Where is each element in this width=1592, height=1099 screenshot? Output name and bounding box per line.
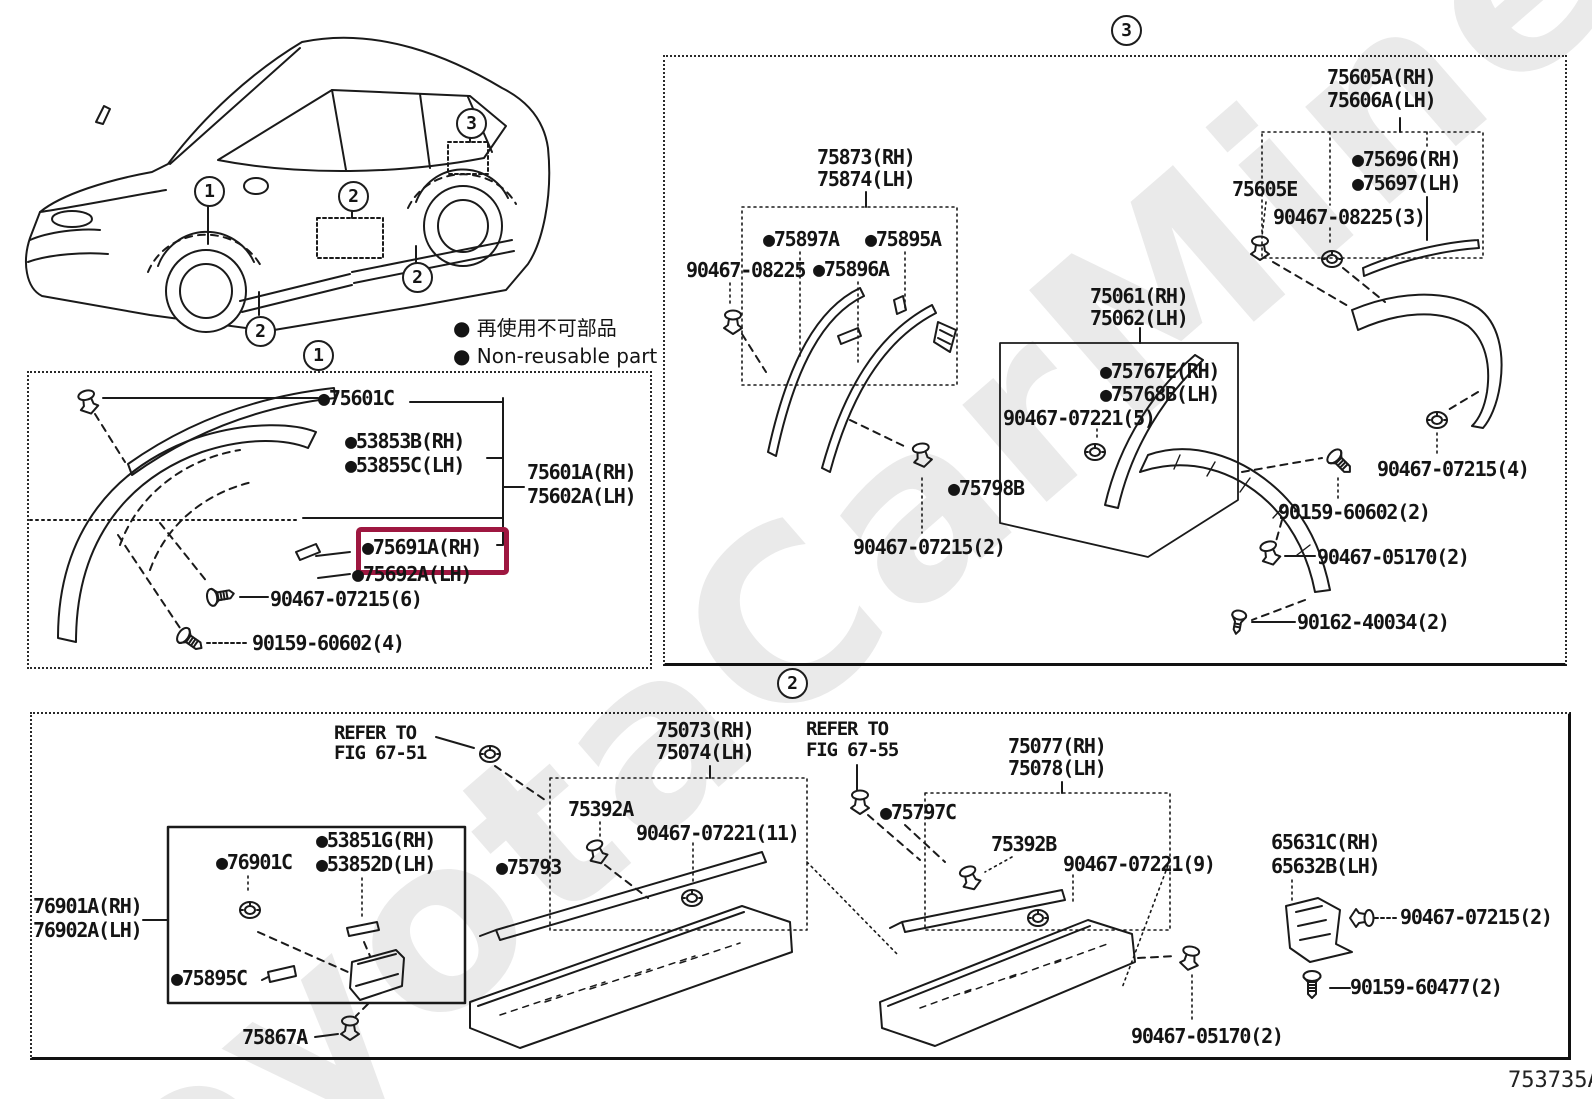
car-callout-2-rocker-front: 2: [245, 316, 276, 347]
refer-fig-67-55-line2[interactable]: FIG 67-55: [806, 739, 899, 761]
section-1-box: [27, 371, 652, 669]
part-label-53852d-lh[interactable]: ●53852D(LH): [316, 852, 436, 876]
part-label-75768b-lh[interactable]: ●75768B(LH): [1100, 382, 1220, 406]
part-label-90467-07221-9[interactable]: 90467-07221(9): [1063, 852, 1216, 876]
box2-art: [142, 736, 1399, 1049]
section-2-marker: 2: [777, 668, 808, 699]
part-label-76901a-rh[interactable]: 76901A(RH): [33, 894, 143, 918]
section-3-box: [663, 55, 1567, 666]
part-label-75895a[interactable]: ●75895A: [865, 227, 942, 251]
part-label-90467-08225[interactable]: 90467-08225: [686, 258, 806, 282]
part-label-75606a-lh[interactable]: 75606A(LH): [1327, 88, 1437, 112]
highlighted-part-box[interactable]: [356, 527, 509, 575]
part-label-90467-07215-4[interactable]: 90467-07215(4): [1377, 457, 1530, 481]
part-label-75605a-rh[interactable]: 75605A(RH): [1327, 65, 1437, 89]
refer-fig-67-55-line1[interactable]: REFER TO: [806, 718, 889, 740]
diagram-code: 753735A: [1508, 1068, 1592, 1093]
part-label-75392a[interactable]: 75392A: [568, 797, 634, 821]
part-label-75798b[interactable]: ●75798B: [948, 476, 1025, 500]
car-callout-2-door: 2: [338, 181, 369, 212]
part-label-75077-rh[interactable]: 75077(RH): [1008, 734, 1107, 758]
refer-fig-67-51-line1[interactable]: REFER TO: [334, 722, 417, 744]
part-label-75601a-rh[interactable]: 75601A(RH): [527, 460, 637, 484]
part-label-53851g-rh[interactable]: ●53851G(RH): [316, 828, 436, 852]
part-label-75895c[interactable]: ●75895C: [171, 966, 248, 990]
part-label-65631c-rh[interactable]: 65631C(RH): [1271, 830, 1381, 854]
part-label-53853b-rh[interactable]: ●53853B(RH): [345, 429, 465, 453]
section-3-marker: 3: [1111, 15, 1142, 46]
part-label-75793[interactable]: ●75793: [496, 855, 562, 879]
part-label-75601c[interactable]: ●75601C: [318, 386, 395, 410]
part-label-90467-07221-11[interactable]: 90467-07221(11): [636, 821, 800, 845]
part-label-75078-lh[interactable]: 75078(LH): [1008, 756, 1107, 780]
part-label-75697-lh[interactable]: ●75697(LH): [1352, 171, 1462, 195]
part-label-75874-lh[interactable]: 75874(LH): [817, 167, 916, 191]
section-1-marker: 1: [303, 340, 334, 371]
part-label-76901c[interactable]: ●76901C: [216, 850, 293, 874]
part-label-75074-lh[interactable]: 75074(LH): [656, 740, 755, 764]
part-label-75691a-rh-highlighted[interactable]: ●75691A(RH): [362, 535, 482, 559]
part-label-75896a[interactable]: ●75896A: [813, 257, 890, 281]
part-label-90467-07215-6[interactable]: 90467-07215(6): [270, 587, 423, 611]
car-illustration: [25, 36, 551, 333]
part-label-75867a[interactable]: 75867A: [242, 1025, 308, 1049]
car-callout-2-rocker-rear: 2: [402, 262, 433, 293]
box3-art: [723, 117, 1503, 637]
part-label-90467-08225-3[interactable]: 90467-08225(3): [1273, 205, 1426, 229]
legend-en: ● Non-reusable part: [453, 344, 658, 368]
part-label-76902a-lh[interactable]: 76902A(LH): [33, 918, 143, 942]
part-label-75061-rh[interactable]: 75061(RH): [1090, 284, 1189, 308]
part-label-90467-05170-2b[interactable]: 90467-05170(2): [1131, 1024, 1284, 1048]
part-label-90159-60477-2[interactable]: 90159-60477(2): [1350, 975, 1503, 999]
part-label-90162-40034-2[interactable]: 90162-40034(2): [1297, 610, 1450, 634]
part-label-75392b[interactable]: 75392B: [991, 832, 1057, 856]
car-callout-1: 1: [194, 176, 225, 207]
legend-jp: ● 再使用不可部品: [453, 316, 617, 340]
part-label-90467-05170-2[interactable]: 90467-05170(2): [1317, 545, 1470, 569]
refer-fig-67-51-line2[interactable]: FIG 67-51: [334, 742, 427, 764]
section-2-box: [30, 712, 1571, 1060]
part-label-75696-rh[interactable]: ●75696(RH): [1352, 147, 1462, 171]
box1-art: [29, 387, 525, 656]
part-label-65632b-lh[interactable]: 65632B(LH): [1271, 854, 1381, 878]
part-label-75897a[interactable]: ●75897A: [763, 227, 840, 251]
part-label-90467-07215-2b[interactable]: 90467-07215(2): [1400, 905, 1553, 929]
part-label-90467-07215-2[interactable]: 90467-07215(2): [853, 535, 1006, 559]
part-label-53855c-lh[interactable]: ●53855C(LH): [345, 453, 465, 477]
part-label-75797c[interactable]: ●75797C: [880, 800, 957, 824]
part-label-75062-lh[interactable]: 75062(LH): [1090, 306, 1189, 330]
part-label-75073-rh[interactable]: 75073(RH): [656, 718, 755, 742]
part-label-75692a-lh[interactable]: ●75692A(LH): [352, 562, 472, 586]
part-label-90467-07221-5[interactable]: 90467-07221(5): [1003, 406, 1156, 430]
part-label-90159-60602-2[interactable]: 90159-60602(2): [1278, 500, 1431, 524]
part-label-75767e-rh[interactable]: ●75767E(RH): [1100, 359, 1220, 383]
part-label-75605e[interactable]: 75605E: [1232, 177, 1298, 201]
part-label-75873-rh[interactable]: 75873(RH): [817, 145, 916, 169]
part-label-75602a-lh[interactable]: 75602A(LH): [527, 484, 637, 508]
car-callout-3: 3: [456, 108, 487, 139]
part-label-90159-60602-4[interactable]: 90159-60602(4): [252, 631, 405, 655]
